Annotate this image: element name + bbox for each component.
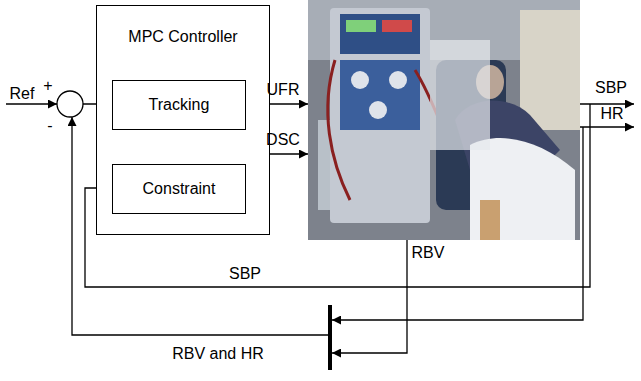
hr-output-line — [580, 126, 634, 127]
machine-pumps — [340, 60, 420, 130]
signal-label: RBV — [412, 244, 445, 262]
controller-block: Constraint — [112, 164, 246, 214]
box-title: MPC Controller — [97, 28, 269, 46]
signal-label: + — [43, 77, 52, 95]
machine-panel — [340, 14, 420, 54]
sbp-output-line — [580, 103, 634, 104]
controller-block: Tracking — [112, 80, 246, 130]
dialysis-photo — [308, 0, 580, 240]
signal-label: Ref — [10, 85, 35, 103]
ref-signal-line — [6, 103, 57, 104]
signal-label: UFR — [267, 81, 300, 99]
pillow-sheet — [430, 40, 490, 150]
chair-leg — [480, 200, 500, 240]
rbv-feedback-line — [332, 240, 407, 353]
pump-wheel — [389, 71, 407, 89]
photo-cabinet — [520, 10, 580, 130]
summing-junction — [57, 91, 83, 117]
signal-label: DSC — [266, 131, 300, 149]
signal-label: SBP — [595, 79, 627, 97]
signal-label: SBP — [229, 265, 261, 283]
photo-background — [308, 0, 580, 240]
machine-display — [382, 20, 412, 32]
signal-label: RBV and HR — [172, 345, 264, 363]
hr-feedback-line — [332, 127, 583, 320]
signal-label: HR — [600, 105, 623, 123]
pump-wheel — [369, 101, 387, 119]
controller-box: MPC ControllerTrackingConstraint — [96, 5, 270, 235]
block-label: Tracking — [113, 96, 245, 114]
block-label: Constraint — [113, 180, 245, 198]
merge-bar — [328, 305, 332, 370]
patient-blanket — [470, 138, 575, 240]
signal-label: - — [47, 117, 52, 135]
machine-display — [346, 20, 376, 32]
pump-wheel — [351, 71, 369, 89]
